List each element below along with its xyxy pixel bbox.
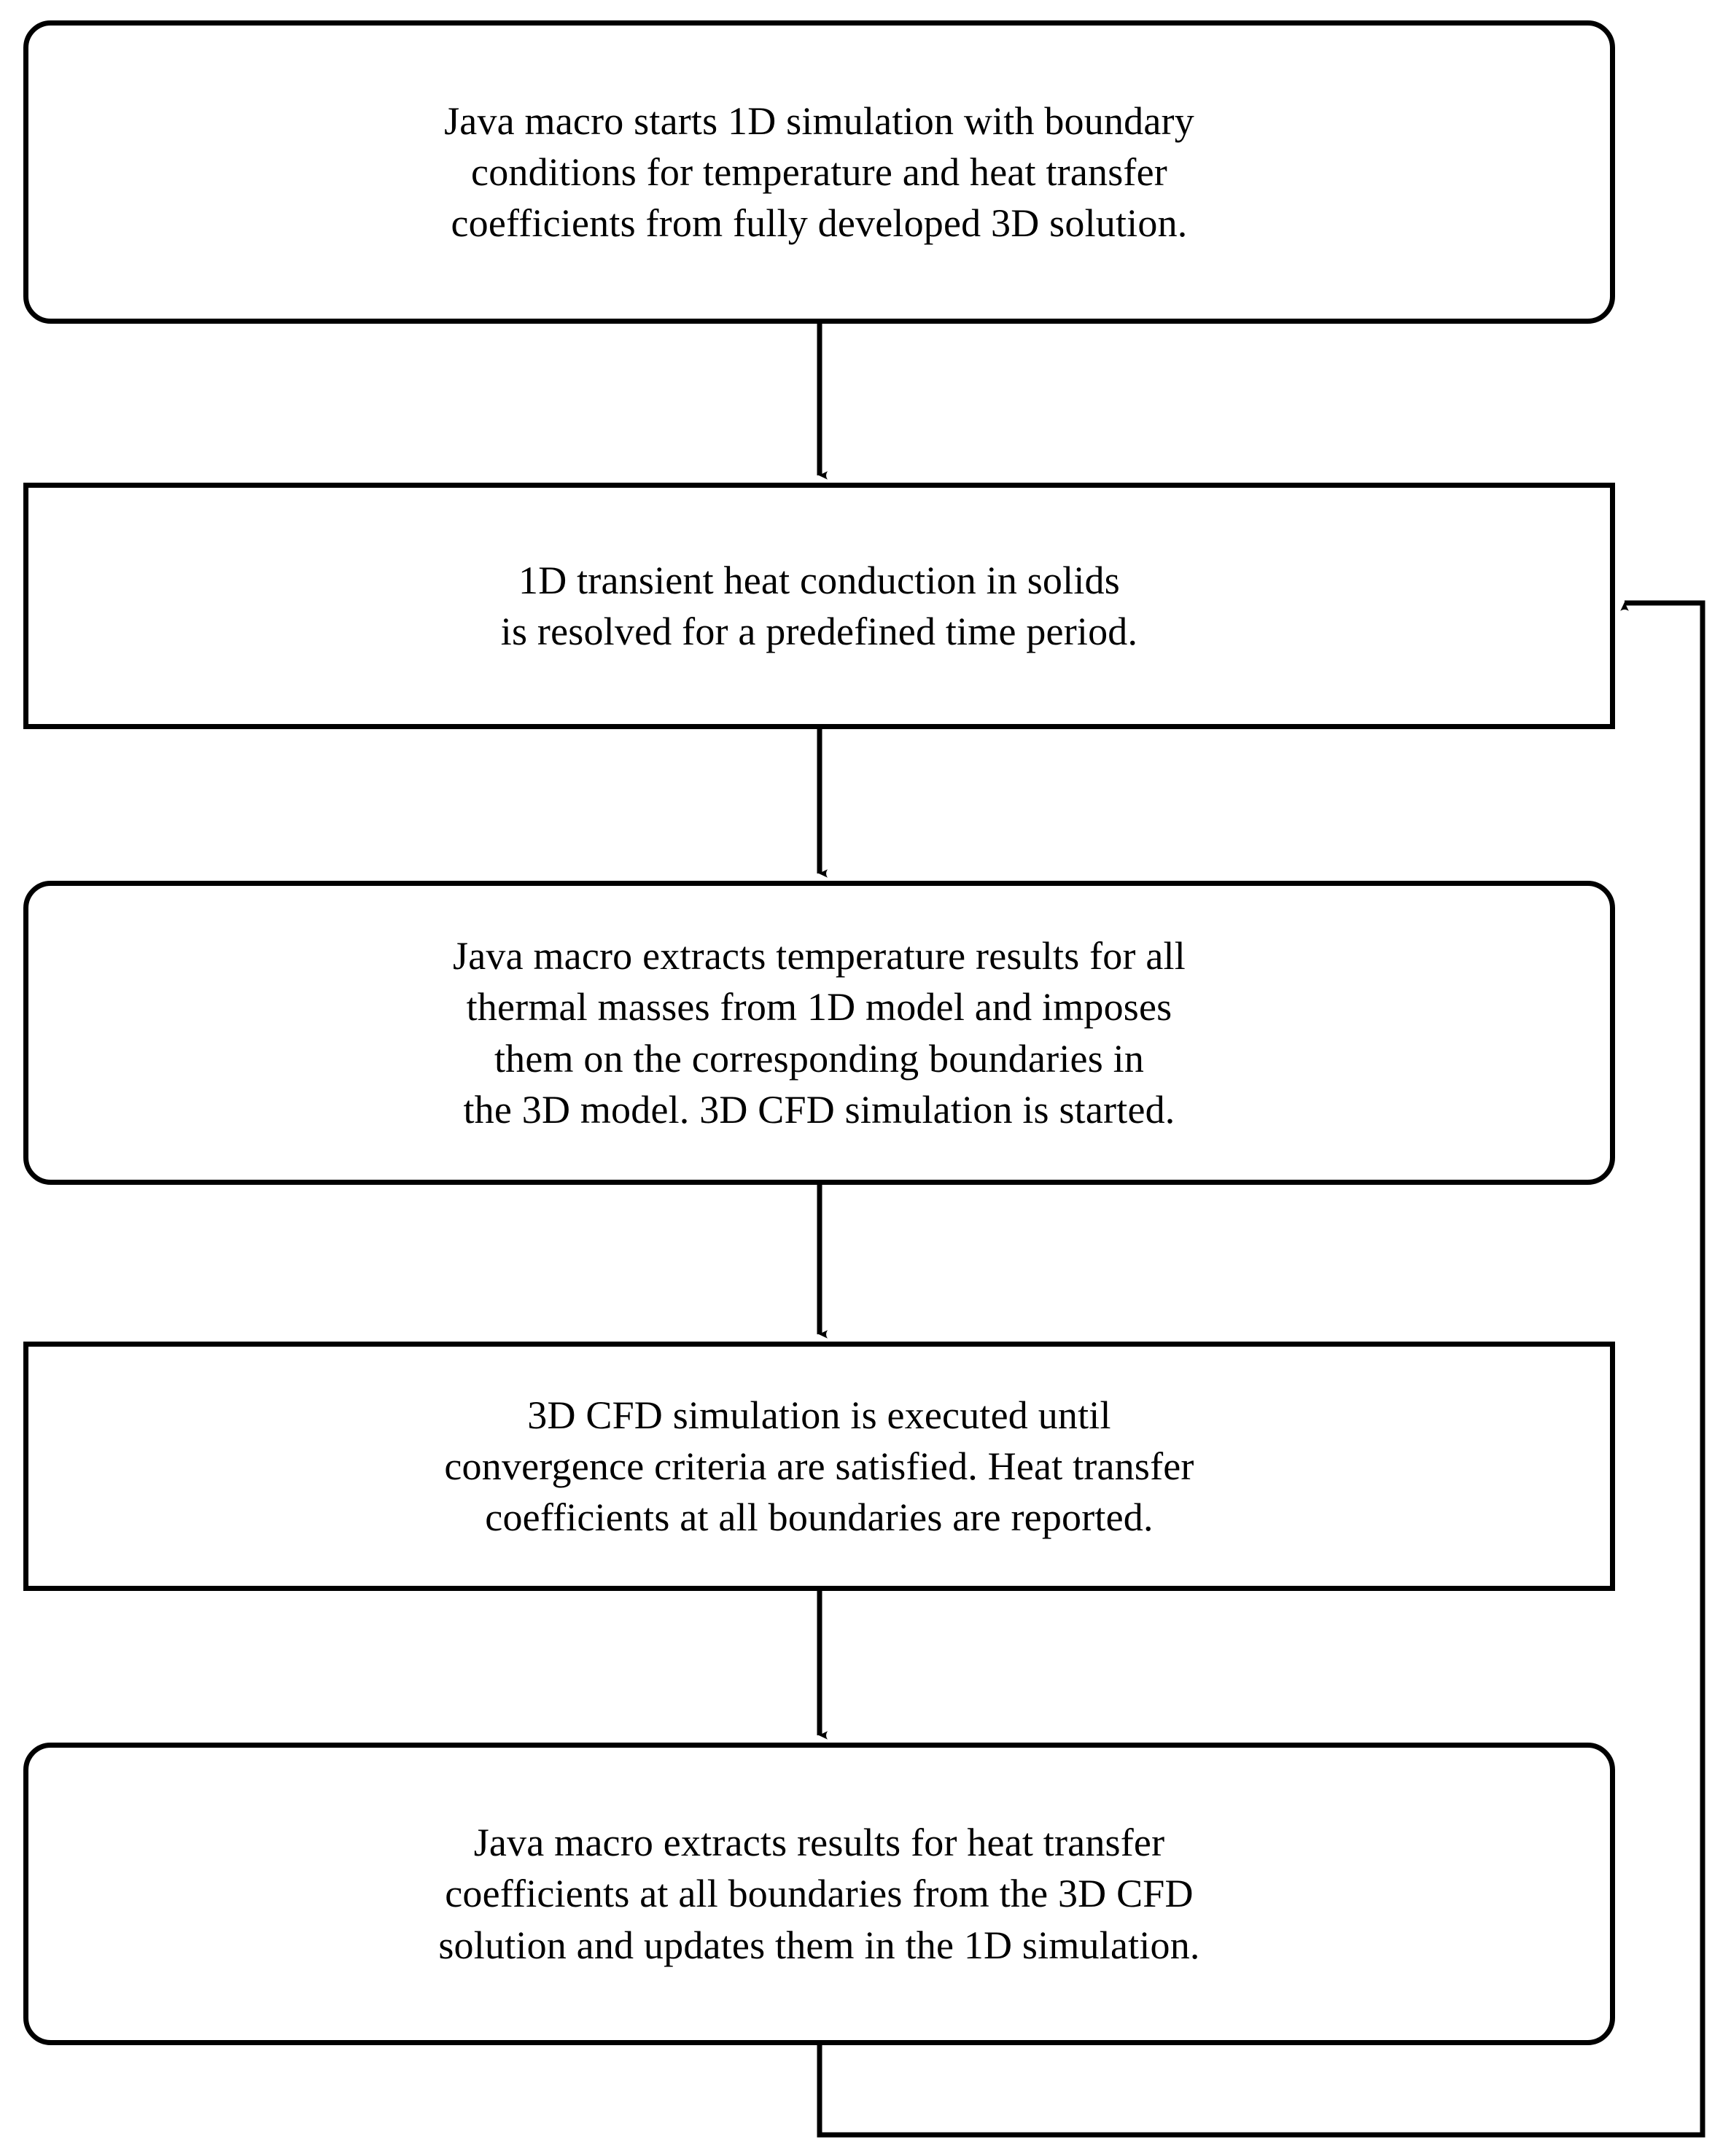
node-box-5[interactable] <box>23 1743 1615 2045</box>
node-box-2[interactable] <box>23 483 1615 729</box>
node-box-1[interactable] <box>23 20 1615 324</box>
node-box-3[interactable] <box>23 881 1615 1185</box>
node-box-4[interactable] <box>23 1342 1615 1591</box>
connector-feedback-5-to-2 <box>817 600 1705 2138</box>
